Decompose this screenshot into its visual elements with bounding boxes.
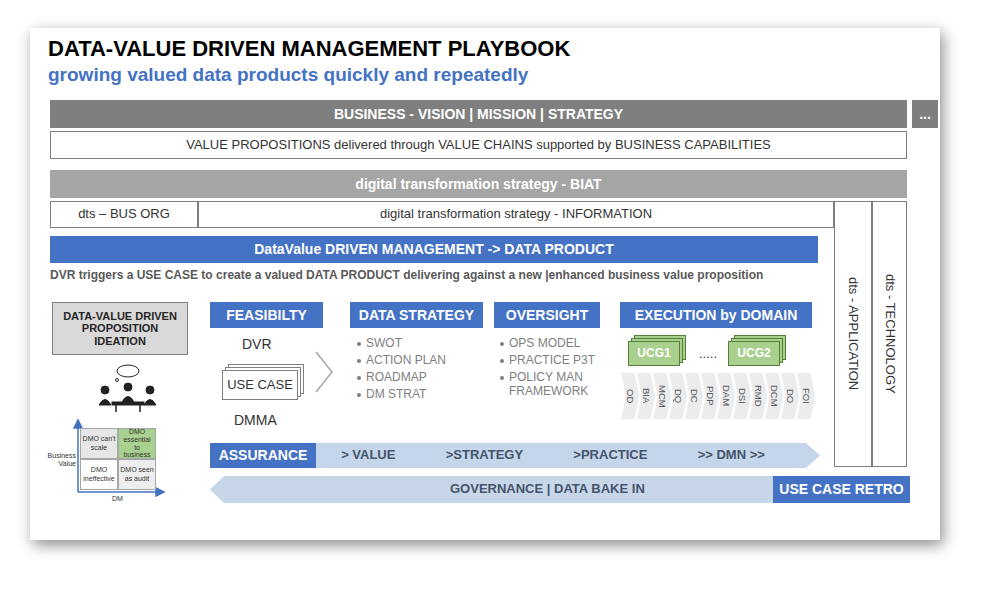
node-text: ...: [919, 106, 931, 122]
feasibility-label: DVR: [242, 336, 282, 353]
node-text: >PRACTICE: [573, 448, 647, 463]
assurance-arrow: > VALUE >STRATEGY >PRACTICE >> DMN >>: [316, 443, 820, 468]
bullet-item: OPS MODEL: [499, 336, 609, 350]
node-text: VALUE PROPOSITIONS delivered through VAL…: [186, 138, 771, 153]
node-text: USE CASE: [227, 378, 293, 393]
node-text: DMO ineffective: [82, 466, 116, 482]
node-text: DMO can't scale: [82, 435, 116, 451]
node-text: DQ: [673, 389, 684, 403]
assurance-box: ASSURANCE: [210, 443, 316, 468]
node-text: DATA-VALUE DRIVEN PROPOSITION IDEATION: [55, 310, 185, 348]
node-text: BUSINESS - VISION | MISSION | STRATEGY: [334, 106, 623, 122]
node-text: FEASIBILTY: [226, 307, 307, 323]
node-text: DAM: [721, 385, 732, 406]
use-case-group: UCG2: [728, 341, 780, 366]
phase-header: DATA STRATEGY: [350, 302, 483, 328]
phase-header: OVERSIGHT: [494, 302, 600, 328]
bullet-item: POLICY MAN FRAMEWORK: [499, 370, 605, 399]
bus-org-box: dts – BUS ORG: [50, 201, 198, 228]
strategy-band: digital transformation strategy - BIAT: [50, 170, 907, 198]
matrix-cell: DMO seen as audit: [118, 459, 156, 490]
use-case-group: UCG1: [628, 341, 680, 366]
node-text: ASSURANCE: [219, 447, 308, 463]
phase-header: EXECUTION by DOMAIN: [620, 302, 812, 328]
matrix-cell: DMO ineffective: [80, 459, 118, 490]
title-band: BUSINESS - VISION | MISSION | STRATEGY: [50, 100, 907, 128]
people-illustration: [99, 365, 156, 412]
node-text: BIA: [641, 388, 652, 403]
node-text: DCM: [769, 385, 780, 407]
node-text: DO: [785, 389, 796, 403]
node-text: USE CASE RETRO: [779, 481, 903, 497]
axis-label: DM: [112, 495, 132, 503]
bullet-item: ROADMAP: [356, 370, 486, 384]
node-text: FOI: [801, 388, 812, 404]
bullet-item: SWOT: [356, 336, 486, 350]
ellipsis: .....: [690, 346, 726, 362]
data-product-band: DataValue DRIVEN MANAGEMENT -> DATA PROD…: [50, 236, 818, 263]
node-text: DMO seen as audit: [120, 466, 154, 482]
description-text: DVR triggers a USE CASE to create a valu…: [50, 268, 818, 282]
node-text: PDP: [705, 386, 716, 406]
node-text: UCG2: [737, 347, 770, 361]
ideation-box: DATA-VALUE DRIVEN PROPOSITION IDEATION: [52, 302, 188, 355]
feasibility-label: DMMA: [234, 412, 294, 429]
technology-column: dts - TECHNOLOGY: [872, 201, 907, 467]
value-box: VALUE PROPOSITIONS delivered through VAL…: [50, 131, 907, 159]
node-text: DMO essential to business: [120, 428, 154, 460]
page-title: DATA-VALUE DRIVEN MANAGEMENT PLAYBOOK: [48, 36, 570, 62]
retro-box: USE CASE RETRO: [773, 476, 910, 503]
more-box: ...: [912, 100, 938, 128]
domain-chevron: FOI: [796, 372, 816, 420]
node-text: DC: [689, 389, 700, 403]
node-text: digital transformation strategy - BIAT: [355, 176, 601, 192]
axis-label: Business Value: [40, 452, 76, 469]
node-text: dts - APPLICATION: [846, 277, 861, 390]
node-text: MCM: [657, 385, 668, 408]
application-column: dts - APPLICATION: [834, 201, 872, 467]
node-text: RMD: [753, 385, 764, 407]
node-text: DSI: [737, 388, 748, 404]
subtitle: growing valued data products quickly and…: [48, 64, 748, 87]
bullet-item: ACTION PLAN: [356, 353, 486, 367]
matrix-axes: [74, 420, 164, 496]
node-text: digital transformation strategy - INFORM…: [380, 207, 652, 222]
node-text: >STRATEGY: [446, 448, 523, 463]
bullet-item: PRACTICE P3T: [499, 353, 609, 367]
node-text: OD: [625, 389, 636, 403]
node-text: EXECUTION by DOMAIN: [635, 307, 798, 323]
flow-chevron: [316, 352, 332, 392]
use-case-box: USE CASE: [222, 370, 298, 400]
node-text: DataValue DRIVEN MANAGEMENT -> DATA PROD…: [254, 241, 614, 257]
node-text: > VALUE: [341, 448, 395, 463]
node-text: OVERSIGHT: [506, 307, 588, 323]
bullet-item: DM STRAT: [356, 387, 486, 401]
node-text: >> DMN >>: [698, 448, 765, 463]
matrix-cell: DMO can't scale: [80, 428, 118, 459]
node-text: dts - TECHNOLOGY: [882, 274, 897, 394]
matrix-cell: DMO essential to business: [118, 428, 156, 459]
phase-header: FEASIBILTY: [210, 302, 323, 328]
information-box: digital transformation strategy - INFORM…: [198, 201, 834, 228]
node-text: GOVERNANCE | DATA BAKE IN: [450, 482, 645, 497]
governance-arrow: GOVERNANCE | DATA BAKE IN USE CASE RETRO: [210, 476, 910, 503]
node-text: UCG1: [637, 347, 670, 361]
node-text: DATA STRATEGY: [359, 307, 474, 323]
node-text: dts – BUS ORG: [78, 207, 170, 222]
